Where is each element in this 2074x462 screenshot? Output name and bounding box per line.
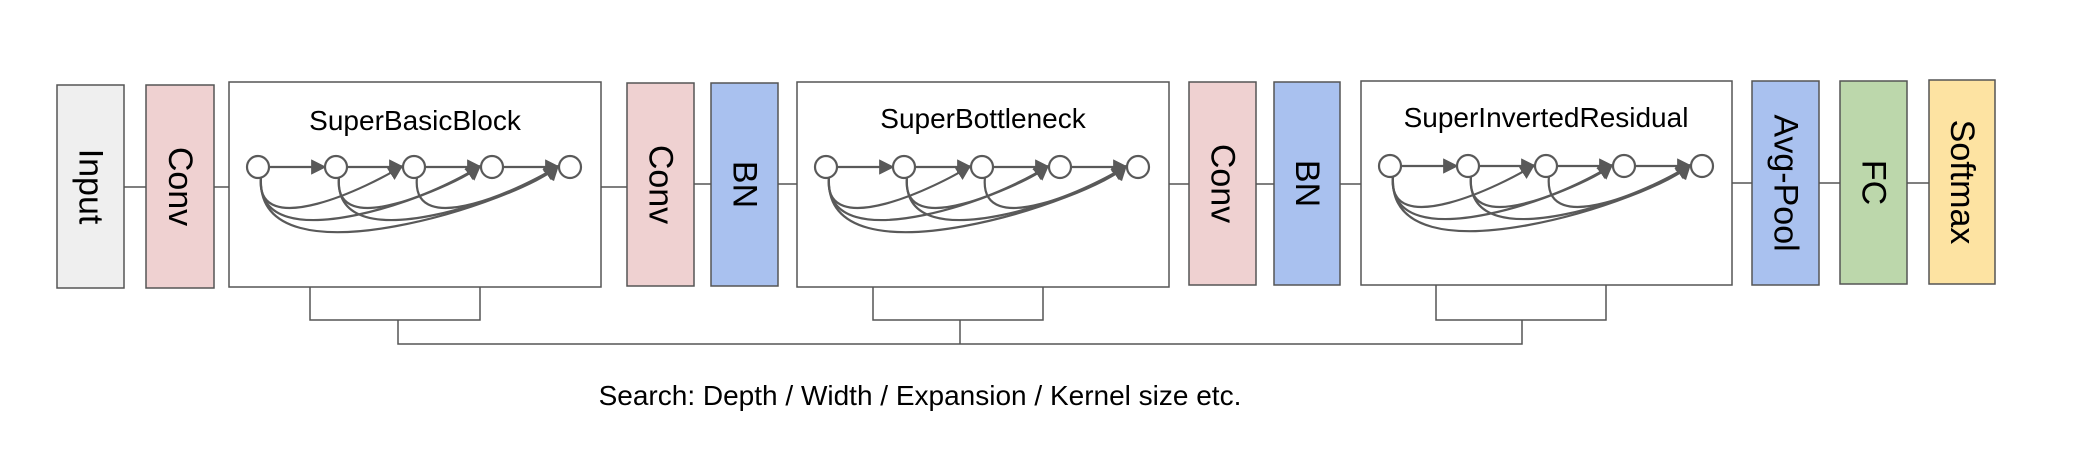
search-caption: Search: Depth / Width / Expansion / Kern… [599, 380, 1242, 411]
graph-node [969, 154, 995, 180]
graph-node [1689, 153, 1715, 179]
block-graph [813, 154, 1151, 234]
block-title: SuperBasicBlock [309, 105, 522, 136]
graph-node [1125, 154, 1151, 180]
layer-label: Input [72, 149, 110, 225]
skip-connection [415, 165, 560, 209]
layer-box [145, 84, 215, 289]
layer-box [1273, 81, 1341, 286]
layer-label: Conv [161, 147, 199, 226]
layer-label: Conv [642, 145, 680, 224]
search-brackets [309, 285, 1607, 345]
layer-box [626, 82, 695, 287]
layer-label: Avg-Pool [1767, 114, 1805, 251]
graph-node [1533, 153, 1559, 179]
layer-box [710, 82, 779, 287]
graph-node [1455, 153, 1481, 179]
block-box [1360, 80, 1733, 286]
layer-label: Conv [1204, 144, 1242, 223]
layer-box [1928, 79, 1996, 285]
graph-node [323, 154, 349, 180]
block-super-bottleneck: SuperBottleneck [796, 81, 1170, 288]
layer-conv-1: Conv [145, 84, 215, 289]
block-super-inverted-residual: SuperInvertedResidual [1360, 80, 1733, 286]
graph-node [1047, 154, 1073, 180]
block-graph [1377, 153, 1715, 233]
skip-connection [1547, 164, 1692, 208]
layer-box [1188, 81, 1257, 286]
layer-label: FC [1855, 160, 1893, 205]
layer-box [1839, 80, 1908, 285]
block-title: SuperInvertedResidual [1404, 102, 1689, 133]
layer-label: BN [726, 161, 764, 208]
block-graph [245, 154, 583, 234]
layer-avg-pool: Avg-Pool [1751, 80, 1820, 286]
graph-node [813, 154, 839, 180]
layer-box [1751, 80, 1820, 286]
graph-node [245, 154, 271, 180]
layer-box [56, 84, 125, 289]
layer-fc: FC [1839, 80, 1908, 285]
layer-bn-2: BN [1273, 81, 1341, 286]
graph-node [1611, 153, 1637, 179]
layer-label: Softmax [1943, 120, 1981, 245]
layer-softmax: Softmax [1928, 79, 1996, 285]
graph-node [479, 154, 505, 180]
graph-node [557, 154, 583, 180]
layer-conv-2: Conv [626, 82, 695, 287]
layer-label: BN [1288, 160, 1326, 207]
layer-input: Input [56, 84, 125, 289]
layer-conv-3: Conv [1188, 81, 1257, 286]
connector-lines [124, 182, 1929, 188]
block-title: SuperBottleneck [880, 103, 1086, 134]
skip-connection [983, 165, 1128, 209]
graph-node [1377, 153, 1403, 179]
layer-bn-1: BN [710, 82, 779, 287]
block-box [796, 81, 1170, 288]
block-box [228, 81, 602, 288]
graph-node [401, 154, 427, 180]
block-super-basic-block: SuperBasicBlock [228, 81, 602, 288]
graph-node [891, 154, 917, 180]
